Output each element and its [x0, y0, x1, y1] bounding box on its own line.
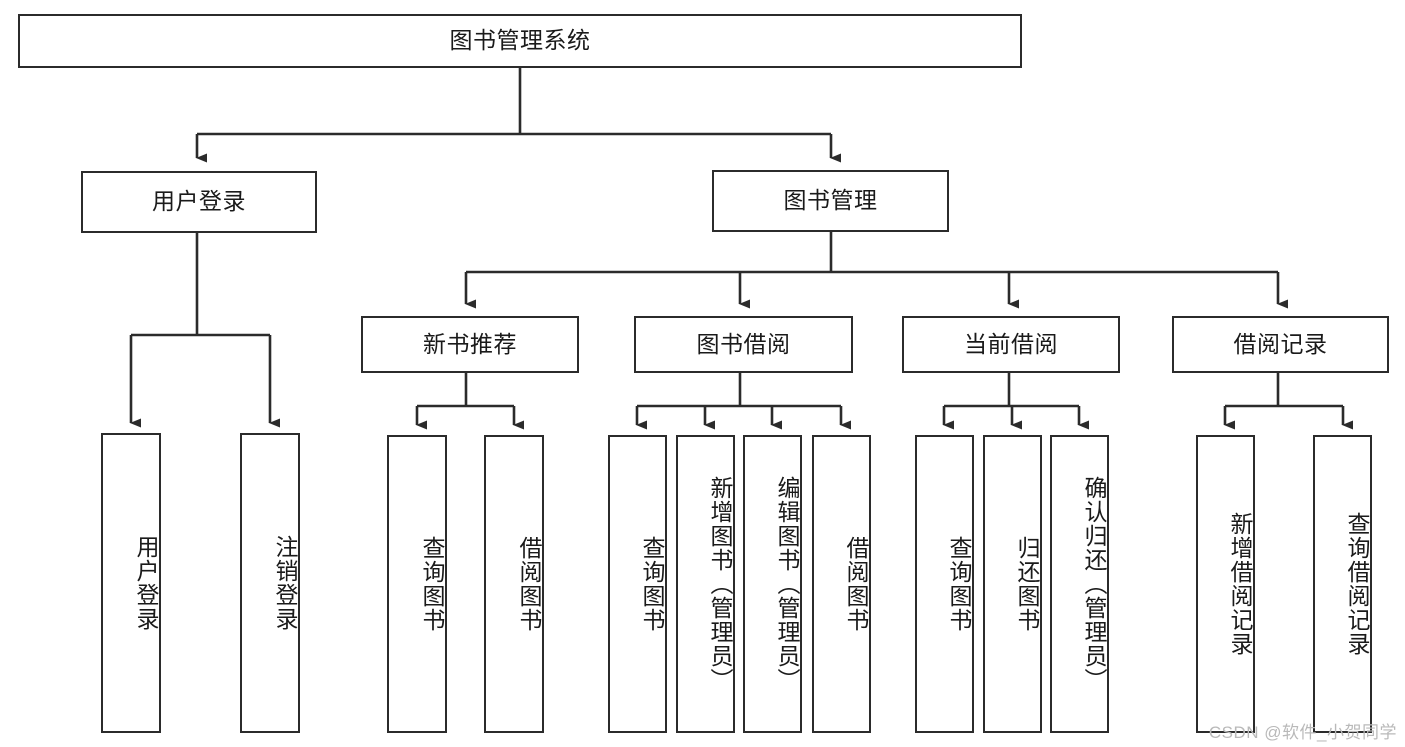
leaf-user-login[interactable]: 用户登录 — [101, 433, 161, 733]
leaf-label: 借阅图书 — [516, 536, 542, 632]
leaf-edit-book-admin[interactable]: 编辑图书（管理员） — [743, 435, 802, 733]
leaf-label: 查询图书 — [419, 536, 445, 632]
node-new-book-recommend[interactable]: 新书推荐 — [361, 316, 579, 373]
leaf-label: 查询图书 — [639, 536, 665, 632]
node-root[interactable]: 图书管理系统 — [18, 14, 1022, 68]
node-borrow-records[interactable]: 借阅记录 — [1172, 316, 1389, 373]
leaf-label: 借阅图书 — [843, 536, 869, 632]
leaf-label: 确认归还（管理员） — [1081, 476, 1107, 692]
leaf-borrow-book[interactable]: 借阅图书 — [812, 435, 871, 733]
leaf-label: 新增借阅记录 — [1227, 512, 1253, 656]
leaf-label: 查询借阅记录 — [1344, 512, 1370, 656]
leaf-logout[interactable]: 注销登录 — [240, 433, 300, 733]
leaf-label: 注销登录 — [272, 535, 298, 631]
leaf-query-book-newbook[interactable]: 查询图书 — [387, 435, 447, 733]
leaf-label: 新增图书（管理员） — [707, 476, 733, 692]
leaf-confirm-return-admin[interactable]: 确认归还（管理员） — [1050, 435, 1109, 733]
leaf-label: 归还图书 — [1014, 536, 1040, 632]
leaf-label: 查询图书 — [946, 536, 972, 632]
leaf-label: 用户登录 — [133, 535, 159, 631]
node-user-login[interactable]: 用户登录 — [81, 171, 317, 233]
node-current-borrow[interactable]: 当前借阅 — [902, 316, 1120, 373]
leaf-query-book-current[interactable]: 查询图书 — [915, 435, 974, 733]
leaf-borrow-book-newbook[interactable]: 借阅图书 — [484, 435, 544, 733]
leaf-query-borrow-record[interactable]: 查询借阅记录 — [1313, 435, 1372, 733]
leaf-add-book-admin[interactable]: 新增图书（管理员） — [676, 435, 735, 733]
leaf-label: 编辑图书（管理员） — [774, 476, 800, 692]
leaf-query-book-borrow[interactable]: 查询图书 — [608, 435, 667, 733]
watermark-text: CSDN @软件_小贺同学 — [1208, 723, 1397, 742]
node-book-management[interactable]: 图书管理 — [712, 170, 949, 232]
leaf-add-borrow-record[interactable]: 新增借阅记录 — [1196, 435, 1255, 733]
leaf-return-book[interactable]: 归还图书 — [983, 435, 1042, 733]
node-book-borrow[interactable]: 图书借阅 — [634, 316, 853, 373]
